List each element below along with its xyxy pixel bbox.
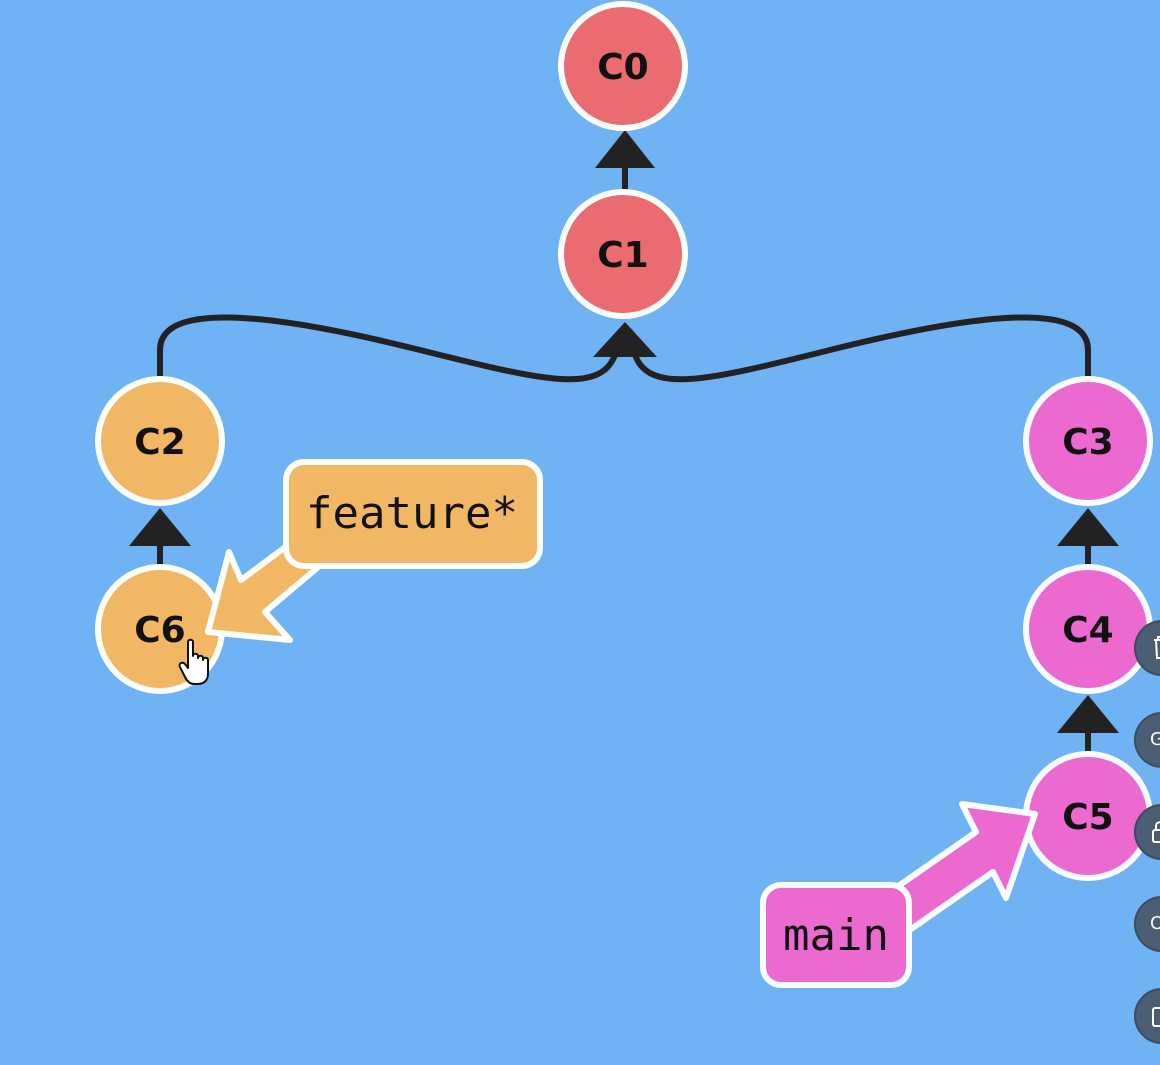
edge-arrowhead-c4 [1057,695,1119,733]
commit-label-c0: C0 [597,47,648,88]
commit-circle-c3[interactable] [1023,376,1153,506]
branch-arrow-main[interactable] [881,801,1038,937]
commit-label-c1: C1 [597,235,648,276]
commit-circle-c2[interactable] [95,376,225,506]
commit-node-c1[interactable]: C1 [558,189,688,319]
branch-label-main: main [783,910,889,961]
edge-arrowhead-c0 [595,130,655,168]
commit-node-c4[interactable]: C4 [1023,564,1153,694]
hand-cursor-icon [178,638,209,685]
copy-icon-glyph [1152,1007,1160,1027]
branch-tag-feature[interactable] [283,459,543,569]
branch-label-feature: feature* [306,488,518,539]
branch-tag-main[interactable] [760,882,912,988]
edge-arrowhead-c1 [593,322,657,357]
commit-edges [129,130,1119,755]
commit-label-c4: C4 [1062,610,1113,651]
lock-icon-glyph [1152,821,1160,843]
commit-circle-c1[interactable] [558,189,688,319]
commit-label-c6: C6 [134,610,185,651]
commit-label-c2: C2 [134,422,185,463]
commit-node-c3[interactable]: C3 [1023,376,1153,506]
trash-icon-glyph [1154,636,1160,659]
edge-c3-c1 [632,314,1091,383]
commit-node-c2[interactable]: C2 [95,376,225,506]
commit-circle-c0[interactable] [558,1,688,131]
edge-arrowhead-c2 [129,508,191,546]
edge-c2-c1 [157,314,618,383]
g-icon-glyph: G [1150,729,1160,750]
commit-label-c3: C3 [1062,422,1113,463]
edge-arrowhead-c3 [1057,508,1119,546]
branch-main[interactable]: main [760,801,1038,988]
commit-node-c5[interactable]: C5 [1023,751,1153,881]
o-icon-glyph: O [1150,913,1160,934]
commit-label-c5: C5 [1062,797,1113,838]
branch-feature[interactable]: feature* [205,459,543,643]
commit-node-c0[interactable]: C0 [558,1,688,131]
